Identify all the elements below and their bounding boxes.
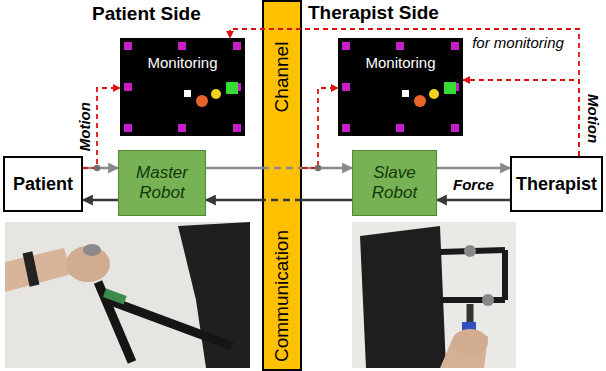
person-box: Therapist <box>510 156 603 212</box>
edge-label: for monitoring <box>472 34 564 51</box>
channel-text: Communication <box>271 230 293 362</box>
marker-square <box>451 42 459 50</box>
robot-box: Master Robot <box>118 150 206 216</box>
node-text: Master Robot <box>119 163 205 202</box>
cursor-dot <box>414 95 426 107</box>
marker-square <box>178 124 186 132</box>
signal-arrow <box>437 199 510 202</box>
monitor-display <box>120 38 245 136</box>
signal-arrow <box>83 167 118 170</box>
channel-band: ChannelCommunication <box>262 0 302 371</box>
marker-square <box>396 42 404 50</box>
patient-photo <box>5 222 250 368</box>
signal-arrow <box>437 167 510 170</box>
junction-dot <box>94 165 100 171</box>
node-text: Slave Robot <box>353 163 436 202</box>
robot-box: Slave Robot <box>352 150 437 216</box>
edge-label: Motion <box>584 92 601 145</box>
signal-arrow <box>206 167 352 170</box>
marker-square <box>342 83 350 91</box>
marker-square <box>124 124 132 132</box>
cursor-dot <box>429 89 439 99</box>
node-text: Therapist <box>516 174 597 195</box>
signal-arrow <box>206 199 352 202</box>
marker-square <box>342 42 350 50</box>
node-text: Patient <box>13 174 73 195</box>
monitor-screen: Monitoring <box>338 38 463 136</box>
marker-square <box>233 124 241 132</box>
signal-arrow <box>83 199 118 202</box>
goal-square <box>226 82 238 94</box>
monitoring-arrow <box>230 29 579 156</box>
marker-square <box>124 83 132 91</box>
junction-dot <box>315 165 321 171</box>
target-square <box>184 90 191 97</box>
edge-label: Motion <box>75 100 92 153</box>
monitor-title: Monitoring <box>338 54 463 71</box>
therapist-photo <box>352 222 516 368</box>
monitoring-arrow <box>463 80 579 156</box>
monitor-display <box>338 38 463 136</box>
side-heading: Therapist Side <box>308 2 439 24</box>
marker-square <box>342 124 350 132</box>
cursor-dot <box>211 89 221 99</box>
marker-square <box>451 124 459 132</box>
target-square <box>402 90 409 97</box>
marker-square <box>178 42 186 50</box>
person-box: Patient <box>3 156 83 212</box>
monitoring-arrow <box>302 88 338 168</box>
marker-square <box>396 124 404 132</box>
edge-label: Force <box>451 176 496 193</box>
side-heading: Patient Side <box>92 3 201 25</box>
monitor-title: Monitoring <box>120 54 245 71</box>
goal-square <box>444 82 456 94</box>
monitor-screen: Monitoring <box>120 38 245 136</box>
cursor-dot <box>196 95 208 107</box>
marker-square <box>124 42 132 50</box>
marker-square <box>233 42 241 50</box>
channel-text: Channel <box>271 42 293 113</box>
